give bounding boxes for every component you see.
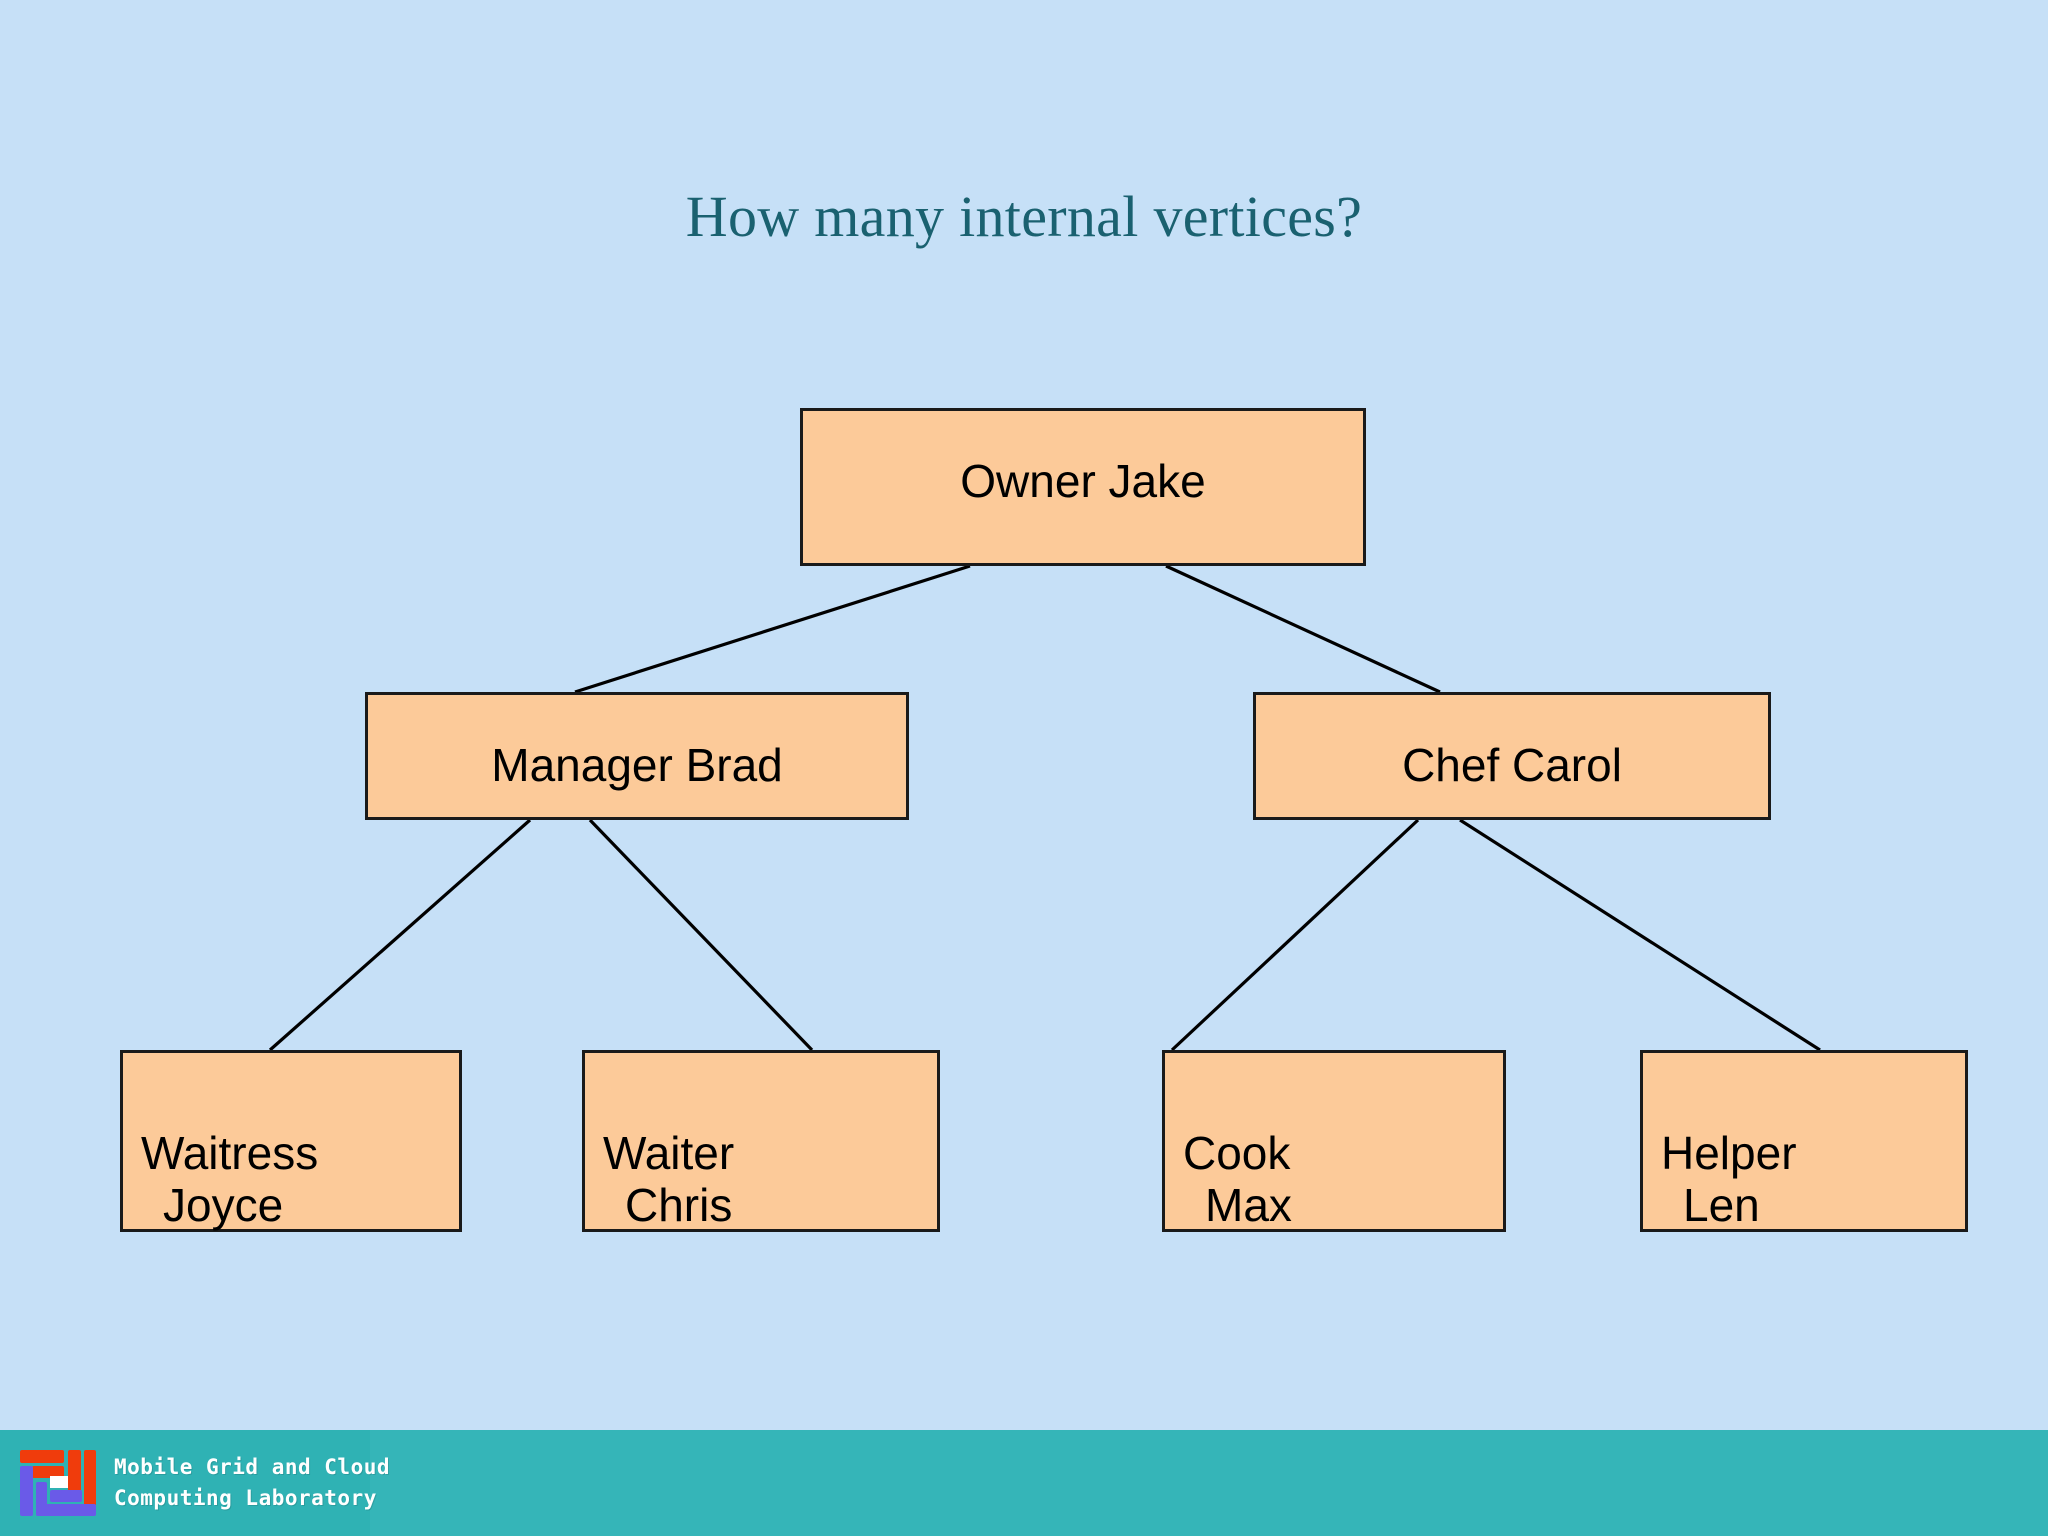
footer-brand: Mobile Grid and Cloud Computing Laborato… <box>0 1430 390 1536</box>
mgcl-logo-icon <box>20 1450 96 1516</box>
tree-edge-manager-waiter <box>588 818 814 1052</box>
tree-node-waiter[interactable]: Waiter Chris <box>582 1050 940 1232</box>
brand-line-2: Computing Laboratory <box>114 1486 377 1510</box>
tree-node-helper-label: Helper Len <box>1643 1075 1965 1283</box>
tree-edge-owner-chef <box>1165 564 1441 694</box>
tree-edge-owner-manager <box>574 564 971 694</box>
tree-node-waitress[interactable]: Waitress Joyce <box>120 1050 462 1232</box>
brand-line-1: Mobile Grid and Cloud <box>114 1455 391 1479</box>
brand-text: Mobile Grid and Cloud Computing Laborato… <box>114 1452 390 1514</box>
tree-node-cook-label: Cook Max <box>1165 1075 1503 1283</box>
tree-edge-manager-waitress <box>268 818 532 1052</box>
tree-node-chef[interactable]: Chef Carol <box>1253 692 1771 820</box>
tree-node-waiter-role: Waiter <box>603 1127 735 1179</box>
tree-node-manager[interactable]: Manager Brad <box>365 692 909 820</box>
tree-node-waiter-label: Waiter Chris <box>585 1075 937 1283</box>
tree-node-owner[interactable]: Owner Jake <box>800 408 1366 566</box>
tree-diagram: Owner Jake Manager Brad Chef Carol Waitr… <box>120 408 1968 1232</box>
page-title: How many internal vertices? <box>685 184 1363 249</box>
tree-node-waiter-name: Chris <box>625 1179 733 1231</box>
tree-node-cook[interactable]: Cook Max <box>1162 1050 1506 1232</box>
tree-edges <box>268 564 1821 1052</box>
tree-node-helper[interactable]: Helper Len <box>1640 1050 1968 1232</box>
tree-node-waitress-name: Joyce <box>163 1179 284 1231</box>
tree-node-waitress-role: Waitress <box>141 1127 319 1179</box>
tree-node-helper-name: Len <box>1683 1179 1760 1231</box>
tree-node-owner-label: Owner Jake <box>960 455 1206 507</box>
tree-node-manager-label: Manager Brad <box>491 739 783 791</box>
tree-node-chef-label: Chef Carol <box>1402 739 1622 791</box>
tree-node-waitress-label: Waitress Joyce <box>123 1075 459 1283</box>
tree-node-helper-role: Helper <box>1661 1127 1797 1179</box>
tree-node-cook-role: Cook <box>1183 1127 1291 1179</box>
tree-edge-chef-cook <box>1170 818 1420 1052</box>
tree-node-cook-name: Max <box>1205 1179 1292 1231</box>
tree-edge-chef-helper <box>1459 818 1821 1052</box>
